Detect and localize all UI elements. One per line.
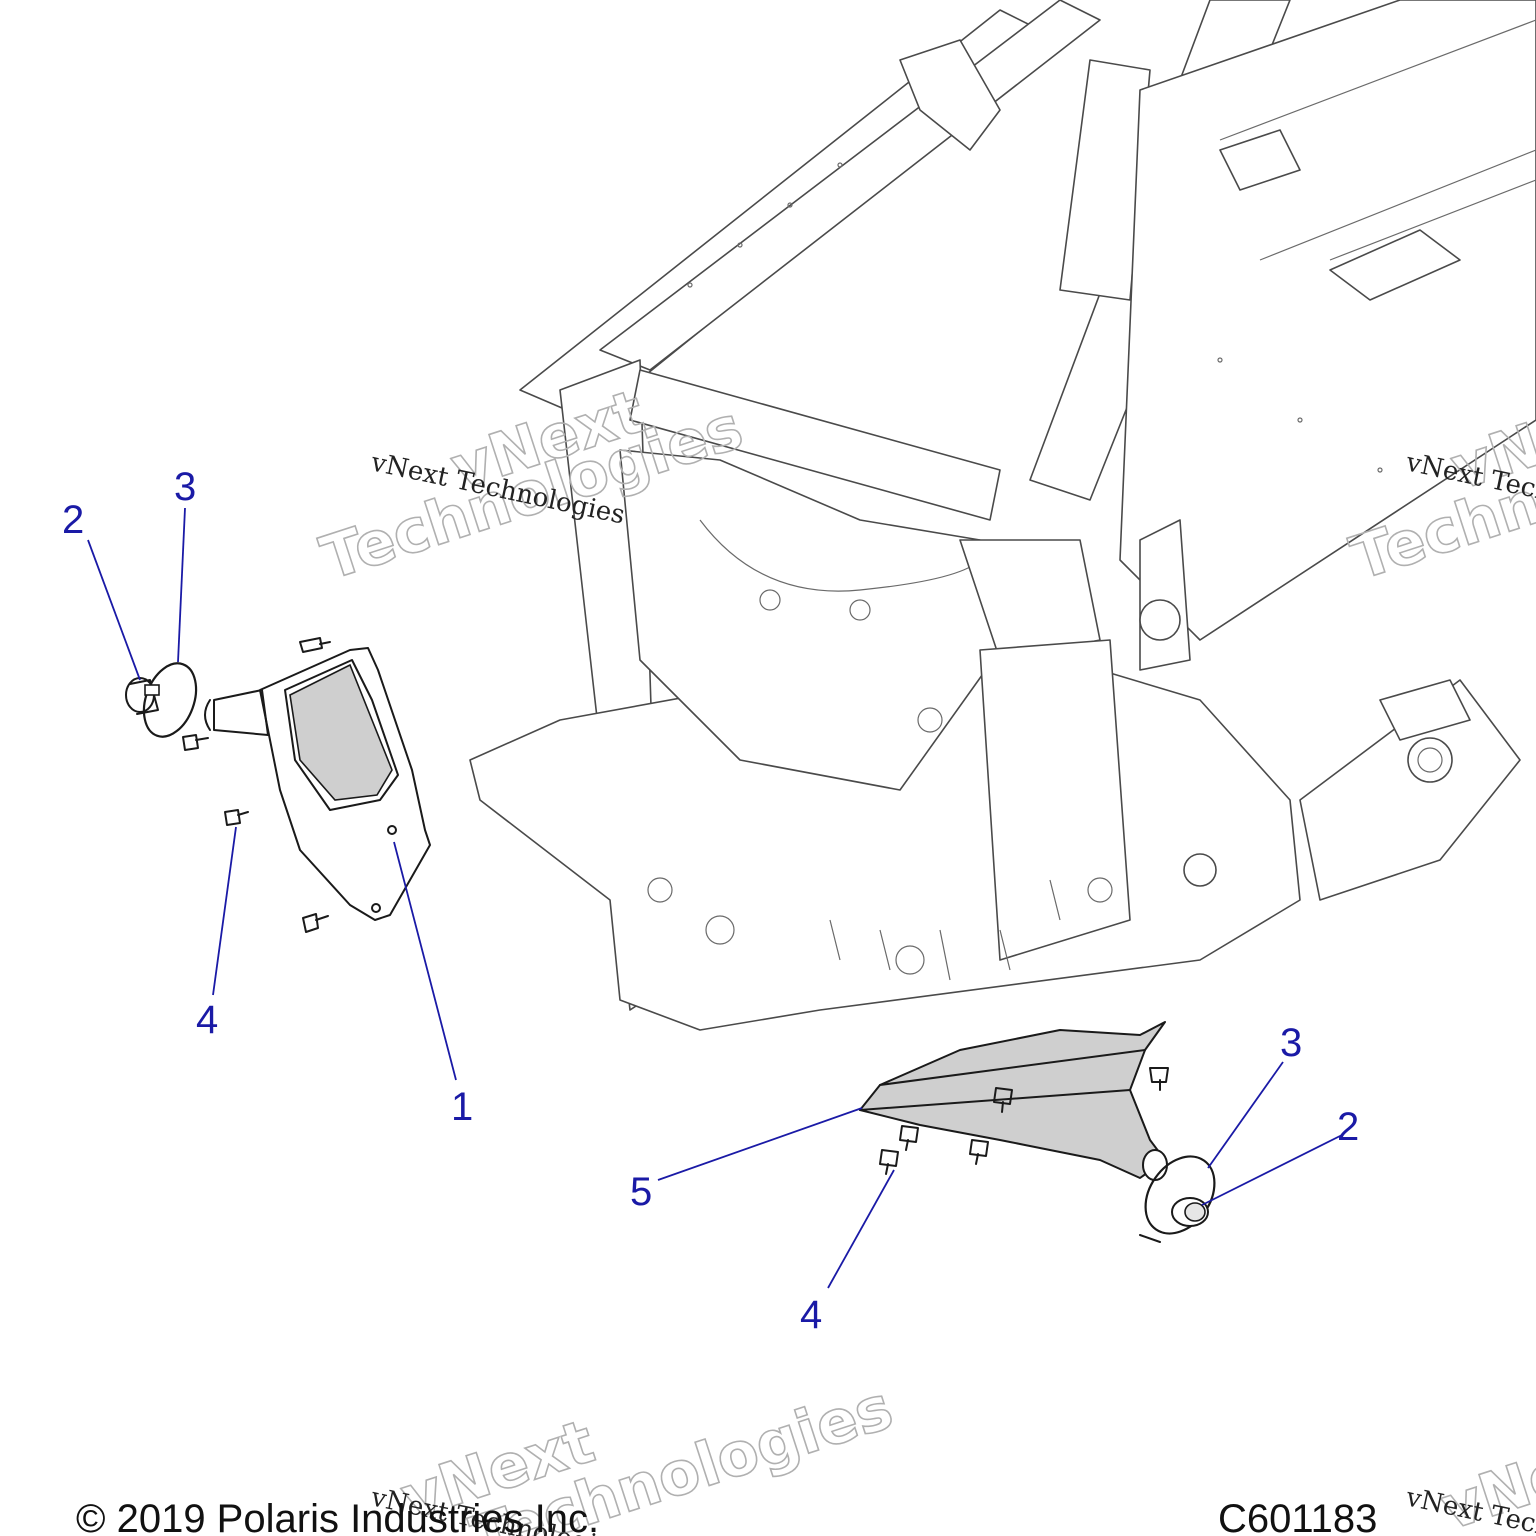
callout-leader-lines xyxy=(87,507,1343,1289)
right-screws-part-4 xyxy=(879,1067,1169,1175)
callout-right-5: 5 xyxy=(630,1170,652,1214)
left-screws-part-4 xyxy=(182,637,331,933)
vehicle-frame-assembly xyxy=(469,0,1536,1031)
callout-right-3: 3 xyxy=(1280,1021,1302,1065)
left-duct-part-1 xyxy=(204,647,431,921)
callout-right-4: 4 xyxy=(800,1293,822,1337)
left-cap-part-2 xyxy=(125,677,159,715)
right-cap-part-2 xyxy=(1171,1197,1209,1227)
callout-left-3: 3 xyxy=(174,465,196,509)
callout-left-4: 4 xyxy=(196,998,218,1042)
callout-left-1: 1 xyxy=(451,1085,473,1129)
callout-left-2: 2 xyxy=(62,498,84,542)
left-duct-assembly xyxy=(125,637,431,933)
copyright-text: © 2019 Polaris Industries Inc. xyxy=(76,1497,599,1536)
right-duct-assembly xyxy=(859,1021,1216,1243)
callout-right-2: 2 xyxy=(1337,1105,1359,1149)
footer: © 2019 Polaris Industries Inc. C601183 xyxy=(76,1497,1377,1536)
left-clamp-part-3 xyxy=(142,662,198,738)
callout-numbers: 2 3 4 1 5 4 3 2 xyxy=(62,465,1359,1337)
diagram-code: C601183 xyxy=(1218,1497,1377,1536)
right-duct-part-5 xyxy=(859,1021,1168,1181)
